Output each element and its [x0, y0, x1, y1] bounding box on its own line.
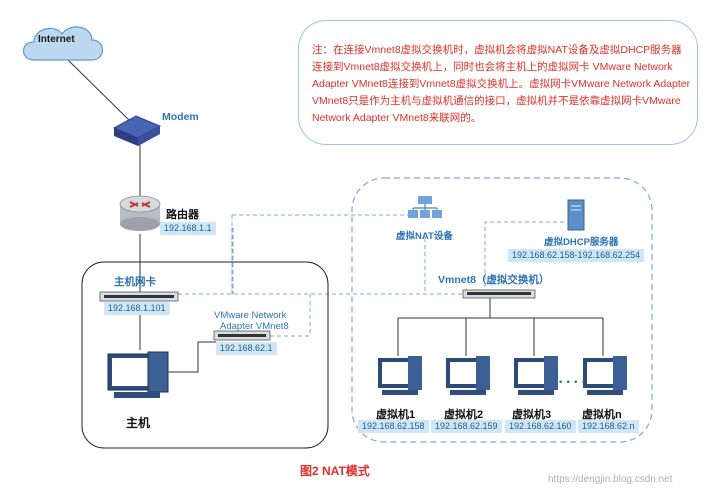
virtual-network-container [351, 177, 653, 443]
dashed-links [178, 214, 566, 337]
host-computer-icon [107, 351, 169, 398]
host-vmnet8-link [160, 341, 216, 373]
cloud-icon [22, 26, 104, 61]
host-label: 主机 [126, 416, 151, 430]
figure-caption: 图2 NAT模式 [300, 464, 370, 478]
note-box [298, 20, 698, 145]
vmnet8-adapter-label-1: VMware Network [214, 310, 287, 321]
vm1-ip: 192.168.62.158 [358, 420, 429, 433]
vmnet8-bar-icon [213, 330, 271, 341]
nat-device-label: 虚拟NAT设备 [396, 231, 453, 242]
nic-bar-icon [99, 291, 179, 302]
nat-device-icon [408, 196, 442, 218]
vswitch-label: Vmnet8（虚拟交换机） [438, 274, 550, 286]
vswitch-icon [462, 289, 536, 299]
router-icon [119, 195, 161, 231]
vmn-computer-icon [583, 356, 627, 395]
modem-label: Modem [162, 111, 199, 123]
vm1-computer-icon [378, 356, 422, 395]
router-label: 路由器 [166, 209, 199, 221]
vm1-label: 虚拟机1 [376, 409, 416, 421]
dhcp-range: 192.168.62.158-192.168.62.254 [508, 249, 645, 262]
host-container [81, 261, 329, 449]
watermark: https://dengjin.blog.csdn.net [548, 474, 673, 485]
vm2-computer-icon [446, 356, 490, 395]
internet-label: Internet [38, 34, 75, 45]
vm2-label: 虚拟机2 [444, 409, 484, 421]
host-nic-ip: 192.168.1.101 [104, 302, 170, 315]
vm3-computer-icon [514, 356, 558, 395]
vmn-ip: 192.168.62.n [578, 420, 639, 433]
vmn-label: 虚拟机n [582, 409, 622, 421]
vm-ellipsis: • • • • [559, 377, 587, 387]
dhcp-server-label: 虚拟DHCP服务器 [544, 237, 619, 248]
vm2-ip: 192.168.62.159 [431, 420, 502, 433]
modem-icon [112, 115, 162, 146]
host-nic-label: 主机网卡 [114, 276, 156, 288]
vmnet8-adapter-ip: 192.168.62.1 [216, 342, 277, 355]
internet-modem-link [65, 57, 132, 123]
solid-links [65, 57, 604, 373]
router-ip: 192.168.1.1 [160, 222, 216, 235]
note-text: 注：在连接Vmnet8虚拟交换机时，虚拟机会将虚拟NAT设备及虚拟DHCP服务器… [312, 44, 691, 124]
dhcp-switch-dash [484, 221, 566, 294]
vm3-ip: 192.168.62.160 [505, 420, 576, 433]
vmnet8-adapter-label-2: Adapter VMnet8 [220, 321, 289, 332]
vm3-label: 虚拟机3 [512, 409, 552, 421]
dhcp-server-icon [567, 199, 585, 231]
